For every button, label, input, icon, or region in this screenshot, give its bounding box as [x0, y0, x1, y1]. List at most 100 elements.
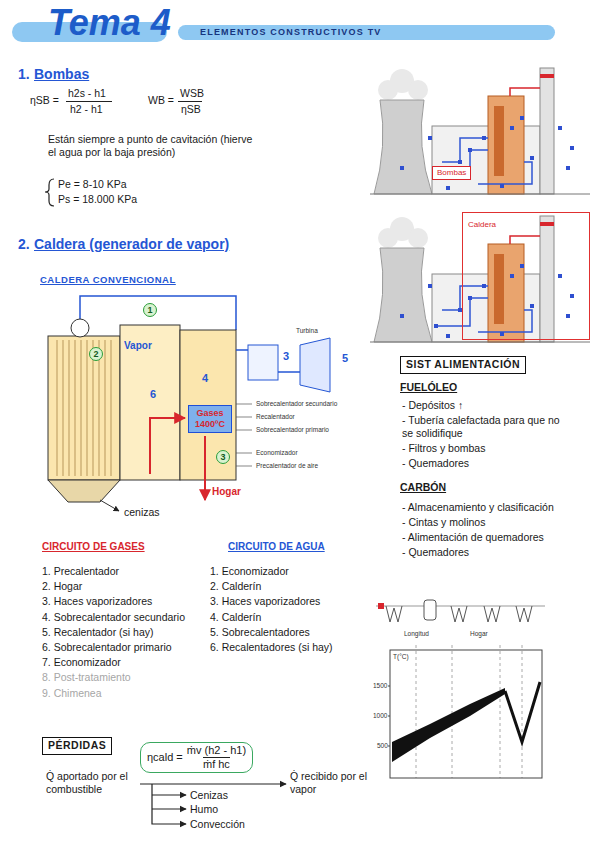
- node-text: ṁv (h2 - h1): [187, 744, 246, 757]
- temperature-chart: [416, 645, 417, 778]
- node-text: Bombas: [437, 168, 466, 178]
- list-heading: CIRCUITO DE GASES: [42, 541, 145, 553]
- small-label: Hogar: [470, 630, 488, 638]
- temperature-chart: [386, 606, 402, 622]
- temperature-chart: [484, 606, 500, 622]
- callout-number: 3: [283, 350, 289, 363]
- temperature-chart: [376, 600, 545, 778]
- section-heading: Bombas: [34, 66, 89, 83]
- temperature-chart: [388, 746, 390, 747]
- formula-text: WB =: [148, 94, 174, 107]
- note-text: 3. Haces vaporizadores: [42, 595, 152, 608]
- temperature-chart: [505, 682, 540, 742]
- note-text: 2. Hogar: [42, 580, 82, 593]
- node-text: 3: [220, 453, 225, 462]
- note-text: 7. Economizador: [42, 656, 121, 669]
- note-text: - Quemadores: [402, 457, 469, 470]
- brace: [45, 179, 54, 206]
- power-plant-illustration: [370, 68, 590, 194]
- callout-number: 4: [202, 372, 208, 385]
- formula-text: ηSB: [181, 103, 201, 116]
- node-text: PÉRDIDAS: [48, 739, 106, 753]
- note-text: Cenizas: [190, 789, 228, 802]
- boiler-illustration: [150, 418, 185, 474]
- note-text: cenizas: [124, 506, 160, 519]
- temperature-chart: [378, 603, 384, 609]
- boiler-illustration: [236, 404, 252, 405]
- note-text: Humo: [190, 803, 218, 816]
- small-label: 1000: [373, 712, 387, 720]
- note-text: - Depósitos ↑: [402, 399, 463, 412]
- boiler-illustration: [48, 336, 120, 480]
- note-text: - Tubería calefactada para que no se sol…: [402, 414, 570, 439]
- section-heading: Caldera (generador de vapor): [34, 236, 229, 253]
- boiler-illustration: [71, 319, 89, 337]
- power-plant-illustration: [370, 216, 590, 342]
- temperature-chart: [516, 606, 532, 622]
- note-text: 5. Recalentador (si hay): [42, 626, 153, 639]
- small-label: Precalentador de aire: [256, 462, 318, 470]
- temperature-chart: [452, 645, 453, 778]
- gas-box: Gases 1400ºC: [188, 405, 232, 433]
- node-text: Caldera: [465, 219, 499, 231]
- node-text: ṁf hc: [203, 757, 230, 771]
- note-text: Q̇ recibido por el vapor: [290, 770, 368, 795]
- note-text: Convección: [190, 818, 245, 831]
- callout-number: 6: [150, 388, 156, 401]
- node-text: 1: [147, 306, 152, 315]
- small-label: Longitud: [404, 630, 429, 638]
- formula-box: ηcald = ṁv (h2 - h1)ṁf hc: [140, 742, 253, 773]
- subheading: CALDERA CONVENCIONAL: [40, 274, 176, 285]
- note-text: 6. Recalentadores (si hay): [210, 641, 333, 654]
- formula-text: h2 - h1: [70, 103, 103, 116]
- note-text: 4. Sobrecalentador secundario: [42, 611, 185, 624]
- note-text: 6. Sobrecalentador primario: [42, 641, 172, 654]
- title-band: ELEMENTOS CONSTRUCTIVOS TV: [178, 25, 555, 40]
- callout-number: 5: [342, 352, 348, 365]
- boiler-illustration: [248, 345, 278, 380]
- fraction: ṁv (h2 - h1)ṁf hc: [187, 744, 246, 771]
- node-text: ELEMENTOS CONSTRUCTIVOS TV: [200, 25, 555, 40]
- boiler-illustration: [180, 330, 236, 480]
- loss-arrows: [140, 783, 286, 784]
- boiler-illustration: [52, 340, 116, 476]
- note-text: 1. Precalentador: [42, 565, 119, 578]
- temperature-chart: [424, 600, 436, 620]
- diagram-label: Vapor: [124, 340, 152, 352]
- note-text: - Alimentación de quemadores: [402, 531, 544, 544]
- subheading: FUELÓLEO: [400, 381, 457, 394]
- section-number: 2.: [18, 236, 30, 253]
- note-text: - Filtros y bombas: [402, 442, 485, 455]
- fraction-lines: [66, 101, 202, 102]
- brace: [45, 179, 54, 206]
- boiler-illustration: [236, 349, 248, 351]
- note-text: - Almacenamiento y clasificación: [402, 501, 554, 514]
- small-label: Sobrecalentador secundario: [256, 400, 337, 408]
- boiler-illustration: [236, 417, 252, 418]
- small-label: Recalentador: [256, 413, 295, 421]
- section-box: PÉRDIDAS: [42, 737, 112, 755]
- temperature-chart: [451, 606, 467, 622]
- formula-text: h2s - h1: [68, 87, 106, 100]
- temperature-chart: [500, 645, 501, 778]
- list-heading: CIRCUITO DE AGUA: [228, 541, 325, 553]
- formula-text: ηSB =: [30, 94, 59, 107]
- temperature-chart: [392, 688, 505, 762]
- greyed-note: 8. Post-tratamiento: [42, 671, 131, 684]
- callout-circle: 2: [89, 347, 103, 361]
- boiler-illustration: [236, 430, 252, 431]
- node-text: SIST ALIMENTACIÓN: [406, 358, 520, 372]
- page-title: Tema 4: [48, 2, 171, 43]
- boiler-illustration: [278, 371, 300, 373]
- node-text: ηcald =: [147, 751, 183, 764]
- note-text: Están siempre a punto de cavitación (hie…: [48, 133, 263, 158]
- note-text: - Cintas y molinos: [402, 516, 485, 529]
- node-text: 2: [93, 350, 98, 359]
- note-text: - Quemadores: [402, 546, 469, 559]
- small-label: Turbina: [296, 327, 318, 335]
- note-text: 3. Haces vaporizadores: [210, 595, 320, 608]
- note-text: Ps = 18.000 KPa: [58, 193, 137, 206]
- boiler-illustration: [236, 453, 252, 454]
- small-label: Economizador: [256, 449, 298, 457]
